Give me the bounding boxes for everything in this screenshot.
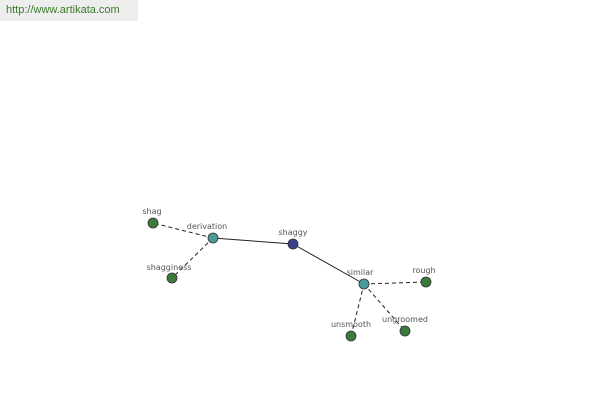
- node-label-unsmooth[interactable]: unsmooth: [331, 320, 371, 329]
- node-shag[interactable]: [147, 217, 159, 229]
- node-label-shag[interactable]: shag: [142, 207, 161, 216]
- url-bar: http://www.artikata.com: [0, 0, 138, 21]
- site-url-link[interactable]: http://www.artikata.com: [6, 4, 120, 16]
- graph-nodes: shaggy derivation similar shag shagginess rou…: [142, 207, 436, 342]
- edge-similar-rough: [363, 281, 427, 285]
- edge-derivation-shaggy: [212, 237, 294, 245]
- node-label-shaggy[interactable]: shaggy: [278, 228, 307, 237]
- node-similar[interactable]: [358, 278, 370, 290]
- node-label-similar[interactable]: similar: [347, 268, 375, 277]
- edge-shaggy-similar: [292, 243, 365, 285]
- node-rough[interactable]: [420, 276, 432, 288]
- edge-similar-unsmooth: [350, 283, 365, 337]
- node-label-derivation[interactable]: derivation: [187, 222, 227, 231]
- node-derivation[interactable]: [207, 232, 219, 244]
- edge-similar-ungroomed: [363, 283, 406, 332]
- node-ungroomed[interactable]: [399, 325, 411, 337]
- node-label-ungroomed[interactable]: ungroomed: [382, 315, 428, 324]
- node-shaggy[interactable]: [287, 238, 299, 250]
- node-unsmooth[interactable]: [345, 330, 357, 342]
- node-shagginess[interactable]: [166, 272, 178, 284]
- edge-derivation-shagginess: [171, 237, 214, 279]
- node-label-shagginess[interactable]: shagginess: [147, 263, 192, 272]
- edge-derivation-shag: [152, 222, 214, 239]
- node-label-rough[interactable]: rough: [412, 266, 435, 275]
- graph-edges: [152, 222, 427, 337]
